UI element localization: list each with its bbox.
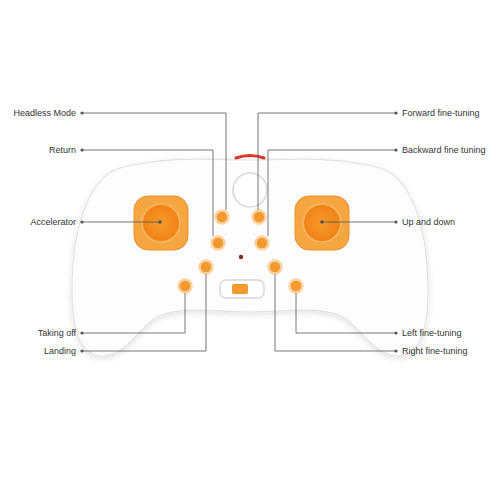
indicator-led bbox=[239, 255, 243, 259]
power-button bbox=[233, 173, 267, 207]
callout-label: Left fine-tuning bbox=[402, 328, 462, 339]
controller-body bbox=[72, 159, 428, 356]
callout-label: Headless Mode bbox=[13, 108, 76, 119]
leader-dots bbox=[80, 111, 397, 352]
trim-slider bbox=[220, 280, 264, 298]
left-stick bbox=[134, 196, 188, 250]
callout-label: Up and down bbox=[402, 217, 455, 228]
left-stick-cap bbox=[142, 204, 180, 242]
callout-label: Taking off bbox=[38, 328, 76, 339]
leader-lines bbox=[82, 113, 396, 351]
callout-label: Right fine-tuning bbox=[402, 346, 468, 357]
callout-label: Backward fine tuning bbox=[402, 145, 486, 156]
right-stick-cap bbox=[303, 204, 341, 242]
right-stick bbox=[295, 196, 349, 250]
callout-label: Forward fine-tuning bbox=[402, 108, 480, 119]
trim-knob bbox=[232, 284, 248, 294]
callout-label: Return bbox=[49, 145, 76, 156]
callout-label: Accelerator bbox=[30, 217, 76, 228]
callout-label: Landing bbox=[44, 346, 76, 357]
red-strip bbox=[236, 156, 264, 159]
